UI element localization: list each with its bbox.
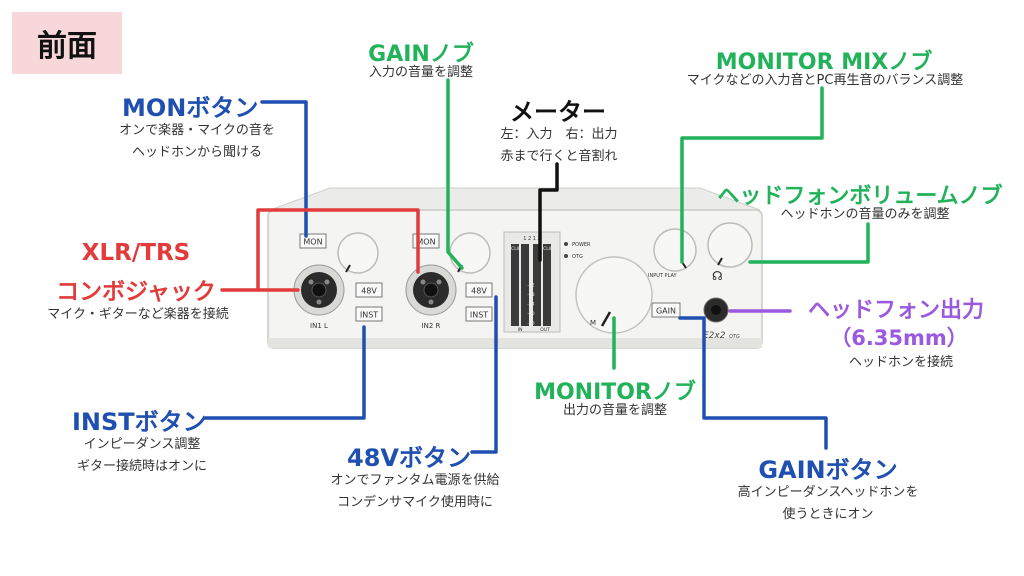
monitor-desc: 出力の音量を調整	[562, 403, 667, 418]
model-label: E2x2	[703, 331, 726, 341]
headphone-volume-knob[interactable]	[707, 222, 753, 268]
inst-desc-1: インピーダンス調整	[83, 437, 201, 452]
meter-title: メーター	[510, 98, 606, 126]
mon-desc-1: オンで楽器・マイクの音を	[119, 123, 275, 138]
48v-label-2: 48V	[471, 287, 487, 296]
gain-knob-desc: 入力の音量を調整	[368, 65, 473, 80]
mon-button-title: MONボタン	[122, 94, 259, 122]
otg-label: OTG	[572, 254, 583, 260]
meter-in-label: IN	[518, 327, 523, 333]
inst-label-2: INST	[470, 311, 488, 320]
xlr-title-1: XLR/TRS	[81, 240, 191, 266]
meter-tick-label: -36	[527, 321, 534, 327]
hp-volume-desc: ヘッドホンの音量のみを調整	[780, 207, 950, 222]
combo-jack-1[interactable]	[293, 264, 345, 316]
mon-label-2: MON	[416, 238, 435, 247]
48v-label-1: 48V	[361, 287, 377, 296]
hp-out-desc: ヘッドホンを接続	[848, 355, 953, 370]
meter-tick-label: -30	[527, 311, 534, 317]
meter-desc-1: 左：入力 右：出力	[500, 127, 618, 142]
meter-tick-label: -18	[527, 292, 534, 298]
48v-button-1[interactable]	[355, 282, 383, 298]
xlr-desc: マイク・ギターなど楽器を接続	[47, 307, 229, 322]
xlr-title-2: コンボジャック	[56, 279, 216, 305]
gain-button-desc-1: 高インピーダンスヘッドホンを	[737, 485, 919, 500]
meter-clip-right: CLIP	[543, 246, 553, 252]
gain-knob-1[interactable]	[337, 232, 379, 274]
hp-volume-leader-line	[748, 222, 870, 264]
monitor-mix-leader-line	[680, 86, 824, 264]
hp-out-title-2: （6.35mm）	[830, 326, 968, 350]
gain-button-leader-line	[678, 316, 828, 450]
meter-ticks: 0 -3 -6 -12 -18 -24 -30 -36	[527, 254, 534, 327]
in2-label: IN2 R	[422, 322, 441, 330]
inst-leader-line	[203, 325, 366, 420]
gain-button-desc-2: 使うときにオン	[782, 507, 874, 522]
hp-volume-title: ヘッドフォンボリュームノブ	[717, 184, 1003, 209]
monitor-mix-desc: マイクなどの入力音とPC再生音のバランス調整	[686, 73, 964, 88]
48v-button-2[interactable]	[465, 282, 493, 298]
gain-button-title: GAINボタン	[758, 456, 898, 484]
headphone-icon: ☊	[712, 269, 723, 283]
gain-button[interactable]	[651, 302, 681, 318]
inst-button-2[interactable]	[465, 306, 493, 322]
mon-label-1: MON	[303, 238, 322, 247]
gain-knob-title: GAINノブ	[368, 42, 474, 67]
level-meter	[503, 231, 561, 333]
meter-tick-label: -3	[529, 264, 534, 270]
inst-desc-2: ギター接続時はオンに	[76, 459, 207, 474]
48v-button-title: 48Vボタン	[347, 444, 471, 472]
hp-out-title-1: ヘッドフォン出力	[807, 298, 984, 323]
monitor-title: MONITORノブ	[534, 380, 696, 405]
audio-interface-device: ☊	[267, 187, 763, 349]
48v-desc-2: コンデンサマイク使用時に	[337, 495, 493, 510]
mon-desc-2: ヘッドホンから聞ける	[131, 145, 262, 160]
48v-leader-line	[470, 295, 498, 454]
48v-desc-1: オンでファンタム電源を供給	[330, 473, 500, 488]
inst-button-1[interactable]	[355, 306, 383, 322]
meter-top-label: 1 2 1 2	[523, 236, 541, 242]
gain-btn-label: GAIN	[656, 307, 676, 316]
headphone-jack[interactable]	[703, 297, 729, 323]
inst-label-1: INST	[360, 311, 378, 320]
gain-knob-leader-line	[446, 78, 464, 270]
meter-clip-left: CLIP	[511, 246, 521, 252]
in1-label: IN1 L	[310, 322, 328, 330]
meter-tick-label: -12	[527, 283, 534, 289]
combo-jack-2[interactable]	[405, 264, 457, 316]
power-label: POWER	[572, 242, 591, 248]
monitor-short-label: M	[590, 319, 596, 327]
meter-tick-label: 0	[530, 254, 533, 260]
meter-tick-label: -6	[529, 273, 534, 279]
input-play-label: INPUT PLAY	[648, 273, 677, 279]
model-sub-label: OTG	[729, 334, 740, 340]
meter-desc-2: 赤まで行くと音割れ	[500, 149, 618, 164]
meter-leader-line	[538, 162, 559, 262]
meter-out-label: OUT	[540, 327, 550, 333]
xlr-leader-line	[220, 208, 420, 292]
gain-knob-2[interactable]	[449, 232, 491, 274]
inst-button-title: INSTボタン	[72, 408, 207, 436]
monitor-mix-knob[interactable]	[653, 228, 697, 272]
meter-tick-label: -24	[527, 302, 534, 308]
monitor-mix-title: MONITOR MIXノブ	[715, 50, 933, 75]
mon-leader-line	[260, 100, 308, 238]
page-title: 前面	[12, 12, 122, 74]
